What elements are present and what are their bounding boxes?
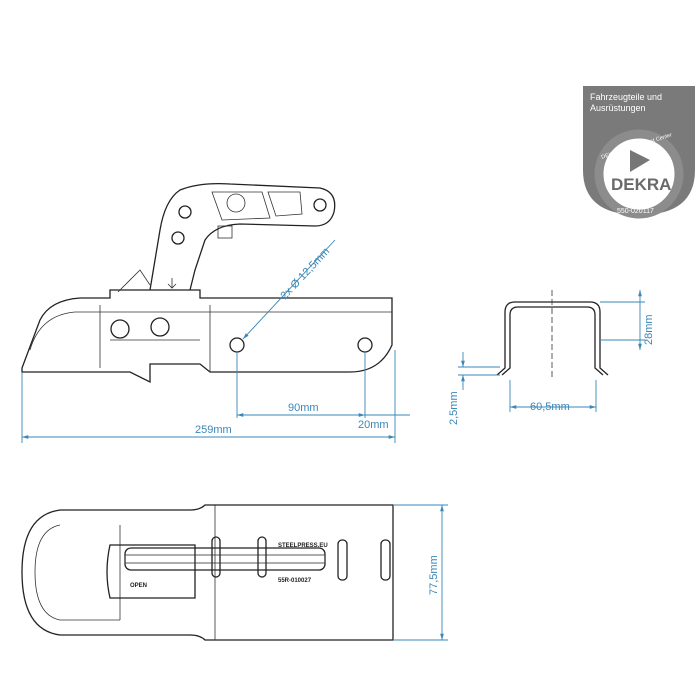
dekra-logo-icon (630, 150, 650, 172)
badge-status: geprüft (625, 200, 644, 206)
channel-height-label: 28mm (643, 314, 655, 345)
badge-number: 550-020117 (617, 208, 654, 215)
open-label: OPEN (130, 583, 147, 589)
brand-mark: STEELPRESS.EU (278, 543, 328, 549)
badge-heading-2: Ausrüstungen (590, 103, 646, 113)
badge-heading-1: Fahrzeugteile und (590, 92, 662, 102)
channel-width-label: 60,5mm (530, 401, 570, 413)
edge-offset-label: 20mm (358, 419, 389, 431)
badge-brand: DEKRA (611, 175, 671, 194)
dekra-badge: Fahrzeugteile und Ausrüstungen DEKRA Aut… (583, 86, 695, 219)
hole-diameter-label: 2x Ø 12,5mm (278, 246, 332, 302)
hole-spacing-label: 90mm (288, 402, 319, 414)
top-view: STEELPRESS.EU 55R-010027 OPEN 77,5mm (21, 504, 448, 641)
wall-thickness-label: 2,5mm (448, 391, 460, 425)
body-width-label: 77,5mm (428, 555, 440, 595)
side-view (21, 182, 393, 384)
side-dimensions: 259mm 90mm 20mm 2x Ø 12,5mm (21, 239, 410, 443)
total-length-label: 259mm (195, 424, 232, 436)
end-view: 28mm 60,5mm 2,5mm (448, 290, 655, 425)
approval-mark: 55R-010027 (278, 578, 312, 584)
